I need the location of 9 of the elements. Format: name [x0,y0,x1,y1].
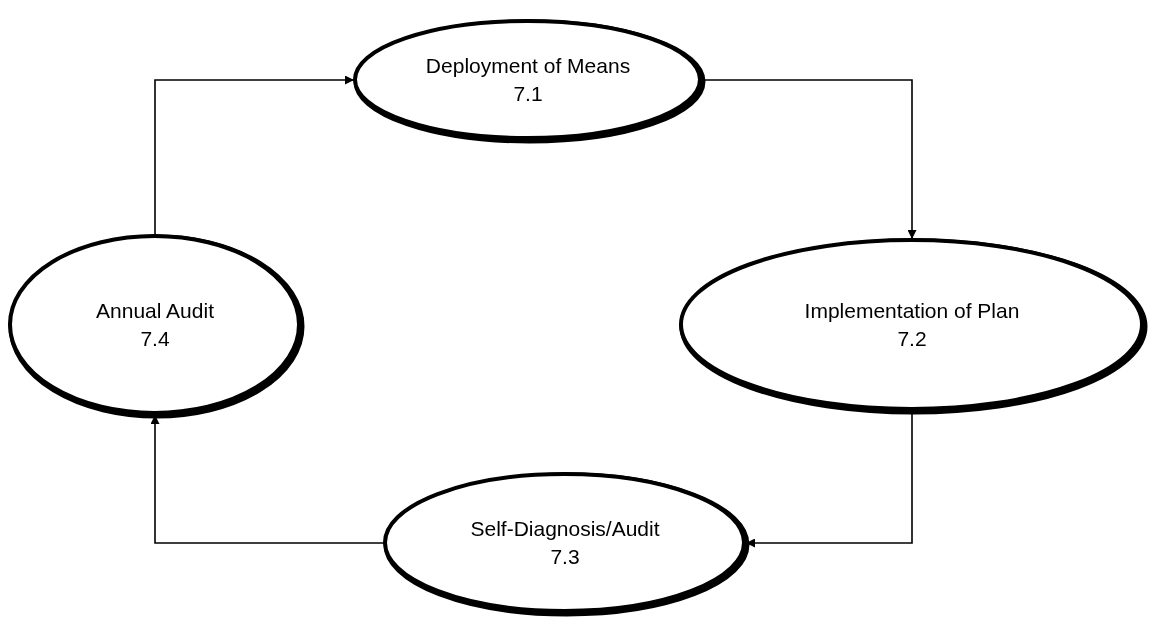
process-name: Annual Audit [96,297,214,324]
process-number: 7.3 [550,544,580,570]
arrow [154,75,355,236]
process-name: Deployment of Means [425,52,631,79]
process-name: Self-Diagnosis/Audit [470,515,660,542]
process-number: 7.2 [897,326,927,352]
process-number: 7.1 [513,81,543,107]
process-name: Implementation of Plan [804,297,1020,324]
process-number: 7.4 [140,326,170,352]
